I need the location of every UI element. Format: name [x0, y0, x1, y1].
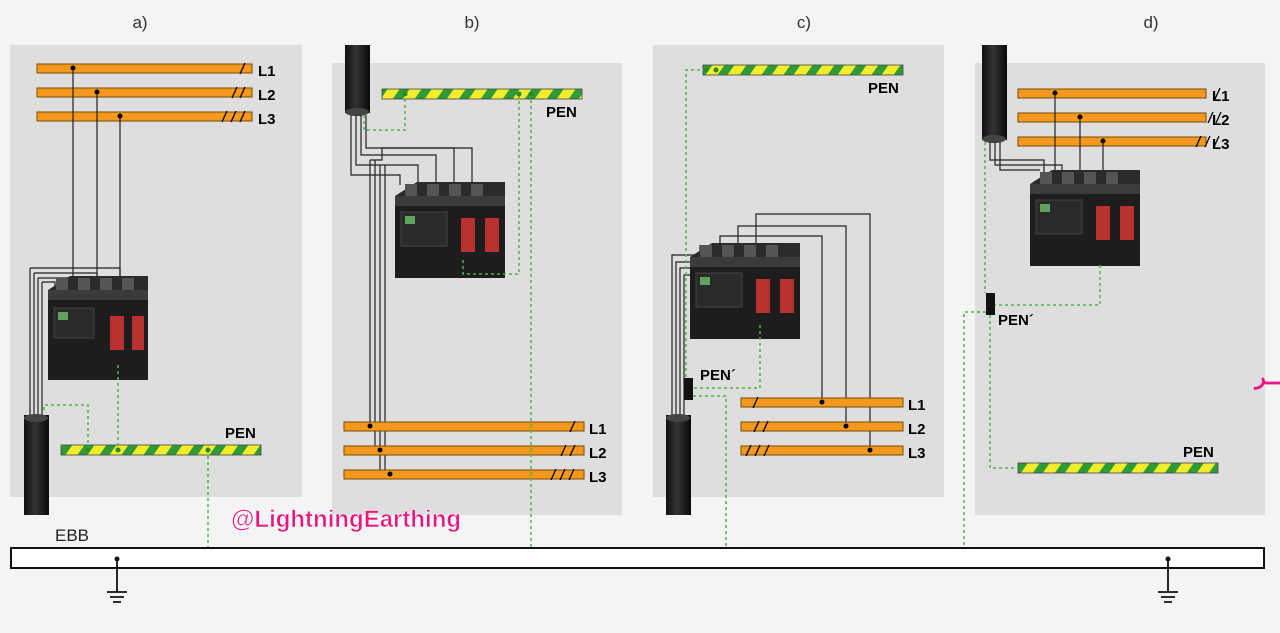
panel-b: PEN L1 L2 L3	[343, 45, 607, 562]
phase-label-l1: L1	[908, 397, 926, 414]
phase-label-l2: L2	[258, 87, 276, 104]
phase-bar-l1	[343, 421, 585, 432]
company-name: شرکت مهندسی تونـــیـــر	[1253, 364, 1280, 390]
ebb-bar	[10, 547, 1265, 569]
ebb-label: EBB	[55, 526, 89, 545]
phase-bar-l2	[740, 421, 904, 432]
panel-c: PEN PEN´ L1 L2 L3	[666, 64, 926, 562]
phase-bar-l2	[343, 445, 585, 456]
surge-protector-b	[395, 182, 505, 278]
ground-icon	[1158, 556, 1178, 603]
panel-a: L1 L2 L3 PEN	[24, 62, 276, 562]
phase-label-l2: L2	[589, 445, 607, 462]
phase-label-l1: L1	[1212, 88, 1230, 105]
surge-protector-a	[48, 276, 148, 380]
pen-label-d: PEN	[1183, 444, 1214, 461]
phase-label-l2: L2	[1212, 112, 1230, 129]
cable-d	[982, 45, 1007, 140]
watermark-handle: @LightningEarthing	[231, 506, 461, 533]
pen-label-b: PEN	[546, 104, 577, 121]
pen-prime-label-d: PEN´	[998, 312, 1034, 329]
ground-icon	[107, 556, 127, 603]
phase-label-l1: L1	[258, 63, 276, 80]
panel-a-caption: a)	[132, 13, 147, 32]
phase-bar-l3	[343, 469, 585, 480]
ebb-busbar: EBB	[10, 526, 1265, 603]
panel-d-background	[975, 63, 1265, 515]
phase-label-l1: L1	[589, 421, 607, 438]
phase-bar-l3	[1017, 136, 1207, 147]
phase-bar-l2	[36, 87, 253, 98]
pen-prime-terminal-d	[986, 293, 995, 315]
cable-a	[24, 415, 49, 515]
cable-c	[666, 415, 691, 515]
cable-b	[345, 45, 370, 113]
phase-label-l3: L3	[908, 445, 926, 462]
panel-b-caption: b)	[464, 13, 479, 32]
phase-label-l3: L3	[589, 469, 607, 486]
pen-bar-b	[381, 88, 583, 100]
panel-c-caption: c)	[797, 13, 811, 32]
phase-bar-l1	[1017, 88, 1207, 99]
panel-d-caption: d)	[1143, 13, 1158, 32]
pen-label-a: PEN	[225, 425, 256, 442]
phase-bar-l3	[36, 111, 253, 122]
phase-label-l2: L2	[908, 421, 926, 438]
panel-d: L1 L2 L3 PEN´ PEN	[961, 45, 1230, 562]
phase-bar-l3	[740, 445, 904, 456]
pen-prime-terminal-c	[684, 378, 693, 400]
phase-label-l3: L3	[258, 111, 276, 128]
phase-bar-l2	[1017, 112, 1207, 123]
pen-bar-d	[1017, 462, 1219, 474]
pen-bar-c	[702, 64, 904, 76]
pen-label-c: PEN	[868, 80, 899, 97]
surge-protector-d	[1030, 170, 1140, 266]
pen-bar-a	[60, 444, 262, 456]
surge-protector-c	[690, 243, 800, 339]
pen-prime-label-c: PEN´	[700, 367, 736, 384]
phase-bar-l1	[36, 63, 253, 74]
phase-label-l3: L3	[1212, 136, 1230, 153]
